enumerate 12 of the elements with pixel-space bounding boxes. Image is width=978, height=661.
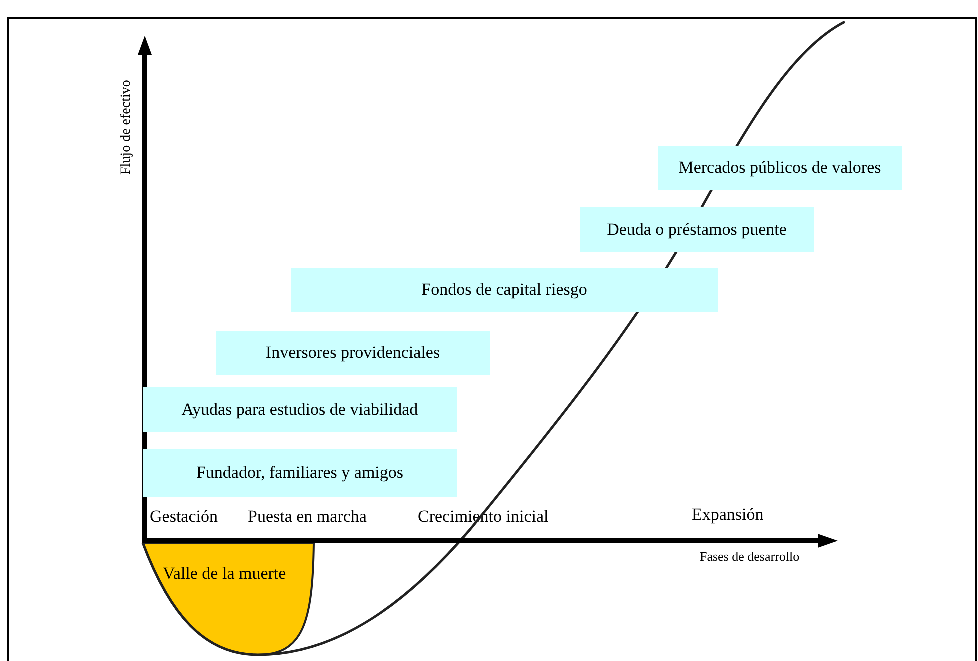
funding-stage-bar: Mercados públicos de valores [658,146,902,190]
valley-label: Valle de la muerte [163,564,286,584]
phase-label: Gestación [150,507,218,527]
axis-title: Fases de desarrollo [700,549,800,565]
funding-stage-bar: Fondos de capital riesgo [291,268,718,312]
funding-stage-bar: Inversores providenciales [216,331,490,375]
axis-title: Flujo de efectivo [119,80,135,175]
funding-stage-bar: Deuda o préstamos puente [580,207,814,252]
funding-stage-bar: Fundador, familiares y amigos [143,449,457,497]
funding-stage-bar: Ayudas para estudios de viabilidad [143,387,457,432]
phase-label: Puesta en marcha [248,507,367,527]
phase-label: Expansión [692,505,764,525]
